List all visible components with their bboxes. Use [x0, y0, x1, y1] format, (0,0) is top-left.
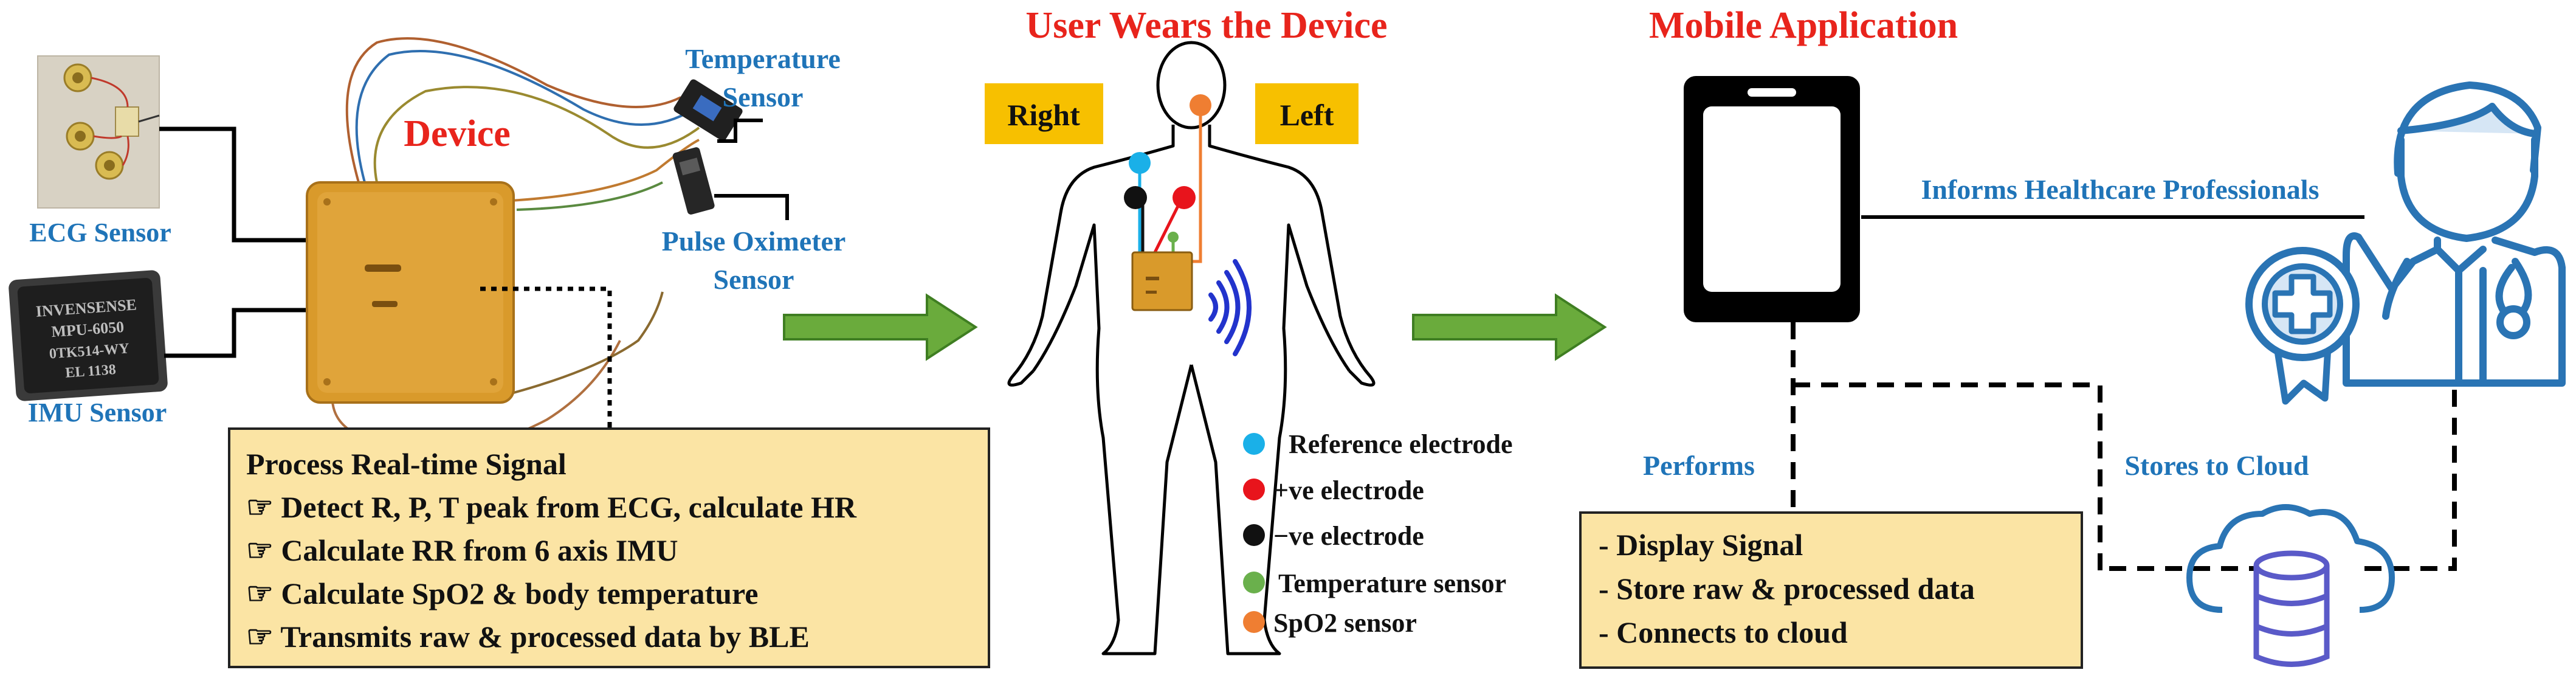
device-title: Device [404, 113, 511, 154]
temperature-label-line2: Sensor [723, 81, 804, 112]
process-dotted-connector [480, 286, 612, 429]
device-wires [331, 37, 700, 451]
wear-title: User Wears the Device [1025, 5, 1387, 46]
device-enclosure [306, 181, 515, 404]
smartphone-icon [1684, 76, 1860, 322]
chip-text-4: EL 1138 [65, 362, 117, 381]
temperature-label-line1: Temperature [685, 43, 841, 74]
temperature-sensor-board [673, 79, 743, 141]
app-item-2: - Store raw & processed data [1599, 572, 1975, 606]
cloud-database-icon [2186, 504, 2395, 667]
legend-marker-reference [1243, 433, 1265, 455]
process-title: Process Real-time Signal [246, 447, 567, 481]
pulse-connector-line [714, 194, 789, 220]
left-tag [1255, 83, 1359, 144]
ecg-connector-line [159, 126, 307, 243]
stores-label: Stores to Cloud [2124, 450, 2309, 481]
dashed-connectors [1791, 322, 2457, 571]
process-item-1: ☞ Detect R, P, T peak from ECG, calculat… [246, 490, 857, 524]
legend-marker-spo2 [1243, 611, 1265, 633]
performs-label: Performs [1643, 450, 1755, 481]
device-section: ECG Sensor INVENSENSE MPU-6050 0TK514-WY… [9, 37, 990, 668]
body-device [1124, 94, 1211, 311]
ecg-sensor-photo [37, 55, 160, 209]
imu-chip-photo: INVENSENSE MPU-6050 0TK514-WY EL 1138 [9, 270, 168, 401]
legend-label-positive: +ve electrode [1273, 475, 1424, 505]
legend-marker-temperature [1243, 572, 1265, 593]
pulse-label-line1: Pulse Oximeter [662, 226, 846, 257]
wireless-signal-icon [1208, 259, 1252, 356]
left-tag-label: Left [1280, 98, 1334, 132]
medical-badge-icon [2245, 247, 2360, 405]
app-item-1: - Display Signal [1599, 528, 1803, 562]
app-features-box: - Display Signal - Store raw & processed… [1579, 511, 2083, 669]
flow-arrow-2 [1412, 293, 1607, 361]
legend-marker-negative [1243, 524, 1265, 546]
imu-connector-line [164, 308, 307, 358]
right-tag-label: Right [1007, 98, 1080, 132]
ecg-sensor-label: ECG Sensor [29, 218, 171, 247]
flow-arrow-1 [783, 293, 978, 361]
informs-label: Informs Healthcare Professionals [1921, 174, 2319, 205]
legend-marker-positive [1243, 479, 1265, 500]
legend-label-spo2: SpO2 sensor [1273, 608, 1417, 638]
process-item-4: ☞ Transmits raw & processed data by BLE [246, 620, 810, 654]
wear-section: User Wears the Device Right Left [985, 5, 1607, 655]
legend-label-negative: −ve electrode [1273, 521, 1424, 551]
process-box: Process Real-time Signal ☞ Detect R, P, … [228, 427, 990, 668]
imu-sensor-label: IMU Sensor [28, 398, 167, 427]
right-tag [985, 83, 1103, 144]
doctor-icon [2343, 81, 2566, 387]
mobile-section: Mobile Application Informs Healthcare Pr… [1579, 5, 2566, 669]
pulse-oximeter-board [672, 147, 715, 215]
process-item-2: ☞ Calculate RR from 6 axis IMU [246, 533, 678, 567]
legend-label-temperature: Temperature sensor [1278, 569, 1506, 598]
app-item-3: - Connects to cloud [1599, 615, 1848, 649]
mobile-title: Mobile Application [1649, 5, 1958, 46]
legend: Reference electrode +ve electrode −ve el… [1243, 429, 1512, 638]
legend-label-reference: Reference electrode [1289, 429, 1512, 459]
temperature-connector-line [717, 119, 763, 143]
human-body-outline-icon [1007, 41, 1376, 655]
pulse-label-line2: Sensor [714, 264, 794, 295]
process-item-3: ☞ Calculate SpO2 & body temperature [246, 576, 758, 610]
